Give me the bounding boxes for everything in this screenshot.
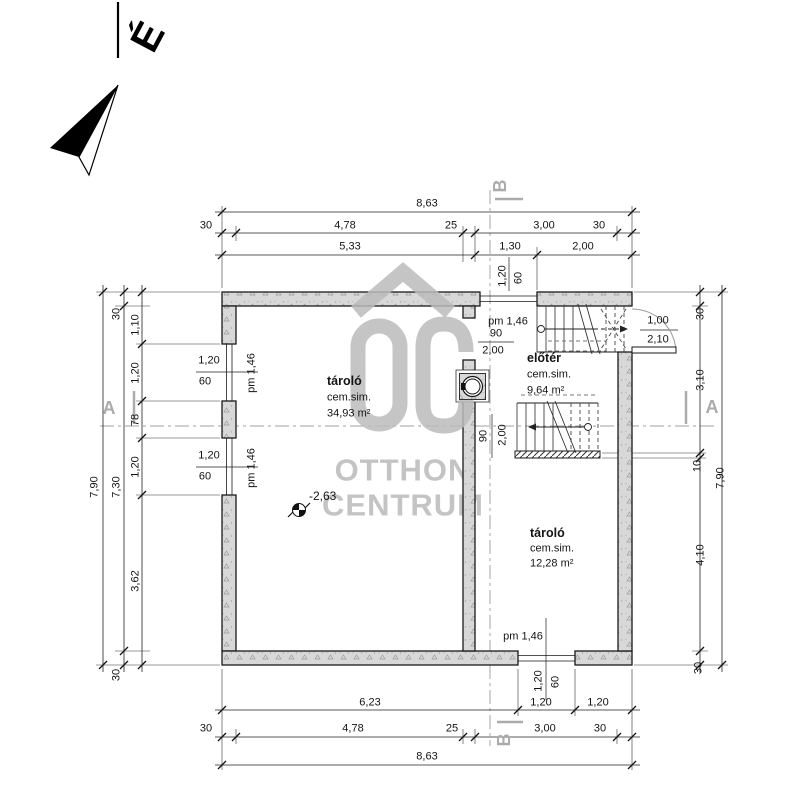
door-top-width: 90	[489, 327, 503, 340]
dim-left-c2: 30	[110, 668, 123, 682]
room-storage-small-area: 12,28 m²	[530, 557, 574, 570]
entry-door	[631, 308, 677, 354]
room-storage-small-name: tároló	[530, 525, 565, 540]
dim-top-r3-0: 5,33	[339, 240, 361, 253]
dim-right-c3: 4,10	[694, 544, 707, 566]
window-left-2-width: 1,20	[198, 449, 220, 462]
dim-top-r2-1: 4,78	[334, 219, 356, 232]
dim-bot-r2-1: 4,78	[342, 722, 364, 735]
section-b-bottom: B	[494, 733, 514, 747]
window-top-height: 60	[512, 271, 525, 285]
stair-partition-bar	[514, 450, 601, 459]
dim-right-c0: 30	[694, 307, 707, 321]
room-storage-small-finish: cem.sim.	[530, 542, 574, 555]
watermark-text-2: CENTRUM	[322, 487, 484, 523]
window-top-parapet: pm 1,46	[488, 315, 528, 328]
level-marker	[287, 502, 311, 518]
dim-top-r2-4: 30	[592, 219, 606, 232]
flue-symbol	[455, 369, 490, 403]
window-left-1-parapet: pm 1,46	[245, 353, 258, 393]
dim-bot-r2-4: 30	[593, 722, 607, 735]
window-left-1-height: 60	[198, 375, 212, 388]
dim-top-total: 8,63	[416, 197, 438, 210]
window-bottom	[517, 651, 576, 665]
dim-bot-r1-0: 6,23	[359, 696, 381, 709]
entry-door-width: 1,00	[647, 314, 669, 327]
room-storage-main-area: 34,93 m²	[327, 407, 371, 420]
window-bottom-width: 1,20	[532, 670, 545, 692]
room-foyer-name: előtér	[527, 350, 562, 365]
dim-top-r3-2: 2,00	[572, 240, 594, 253]
room-storage-main-finish: cem.sim.	[327, 391, 371, 404]
window-bottom-parapet: pm 1,46	[503, 630, 543, 643]
window-bottom-height: 60	[549, 675, 562, 689]
window-top	[479, 292, 538, 306]
dim-left-d3: 1,20	[129, 456, 142, 478]
dim-left-d0: 1,10	[129, 314, 142, 336]
stair-upper	[536, 303, 628, 355]
entry-door-height: 2,10	[647, 333, 669, 346]
dim-top-r2-2: 25	[444, 219, 458, 232]
section-a-left: A	[102, 398, 116, 418]
dim-top-r2-0: 30	[199, 219, 213, 232]
dim-bot-r1-2: 1,20	[587, 696, 609, 709]
window-left-2-parapet: pm 1,46	[245, 448, 258, 488]
dim-bot-r2-0: 30	[199, 722, 213, 735]
dim-bot-r2-3: 3,00	[534, 722, 556, 735]
dim-right-total: 7,90	[714, 467, 727, 489]
dim-bot-r1-1: 1,20	[530, 696, 552, 709]
stair-lower	[516, 340, 606, 454]
window-left-2-height: 60	[198, 470, 212, 483]
dim-left-d4: 3,62	[129, 570, 142, 592]
window-left-1-width: 1,20	[198, 354, 220, 367]
extension-lines	[96, 206, 728, 770]
floor-level-label: -2,63	[309, 489, 337, 503]
window-top-width: 1,20	[496, 265, 509, 287]
section-b-top: B	[490, 179, 510, 193]
dim-left-d1: 1,20	[129, 362, 142, 384]
dim-top-r2-3: 3,00	[533, 219, 555, 232]
dim-left-c0: 30	[110, 307, 123, 321]
dim-bot-r2-2: 25	[445, 722, 459, 735]
dim-left-d2: 78	[129, 413, 142, 427]
room-foyer-finish: cem.sim.	[527, 368, 571, 381]
dim-left-total: 7,90	[88, 476, 101, 498]
room-foyer-area: 9,64 m²	[527, 384, 565, 397]
window-left-2	[222, 437, 236, 496]
room-storage-main-name: tároló	[327, 373, 362, 388]
dimension-lines	[102, 211, 723, 766]
label-leader-lines	[196, 257, 678, 700]
dim-right-c4: 30	[692, 661, 705, 675]
dim-right-c1: 3,10	[694, 369, 707, 391]
window-left-1	[222, 343, 236, 402]
watermark-text-1: OTTHON	[334, 452, 472, 488]
dim-right-c2: 10	[691, 459, 704, 473]
dim-top-r3-1: 1,30	[499, 240, 521, 253]
north-arrow-icon	[50, 2, 120, 177]
door-top-height: 2,00	[482, 344, 504, 357]
section-a-right: A	[705, 397, 719, 417]
watermark-logo	[350, 262, 474, 434]
walls	[221, 291, 633, 666]
dim-bot-total: 8,63	[416, 750, 438, 763]
dim-left-c1: 7,30	[110, 476, 123, 498]
door-lower-width: 90	[477, 429, 490, 443]
section-marker-bars	[132, 197, 688, 724]
door-lower-height: 2,00	[496, 424, 509, 446]
dimension-ticks	[98, 207, 727, 770]
